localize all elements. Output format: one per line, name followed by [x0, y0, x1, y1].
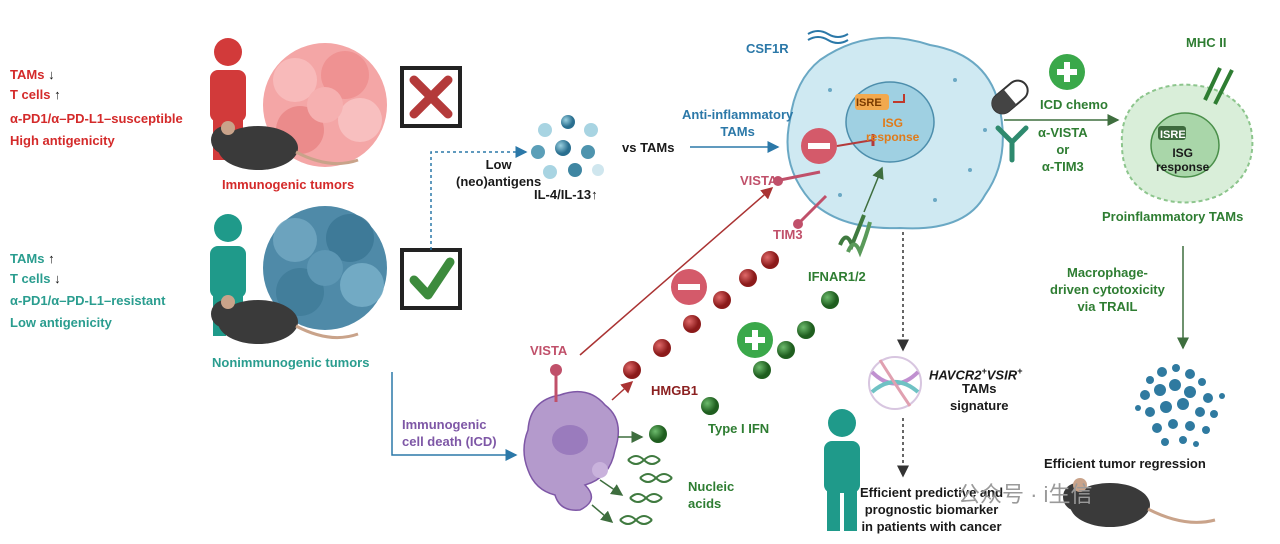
gene-signature-label: HAVCR2+VSIR+ [929, 366, 1023, 383]
nonimmunogenic-tumors-label: Nonimmunogenic tumors [212, 355, 370, 370]
low-antigen-arrow [430, 146, 528, 250]
type1-ifn-dots [649, 291, 839, 443]
mhc-receptor-icon [1203, 67, 1234, 105]
vista-macrophage-label: VISTA [740, 173, 778, 188]
isg-response-label: ISG response [866, 116, 920, 144]
down-arrow-icon: ↓ [48, 67, 55, 82]
signature-icon [868, 356, 922, 410]
resistant-label: α-PD1/α–PD-L1–resistant [10, 293, 166, 308]
minus-hmgb1-icon [671, 269, 707, 305]
up-arrow-icon: ↑ [54, 87, 61, 102]
up-arrow-icon: ↑ [591, 187, 598, 202]
cytokine-label: IL-4/IL-13↑ [534, 187, 598, 202]
minus-macrophage-icon [801, 128, 837, 164]
antibody-icon [995, 125, 1029, 163]
pill-icon [991, 79, 1029, 115]
tcells-down-label: T cells ↓ [10, 271, 61, 286]
anti-inflammatory-label: Anti-inflammatory TAMs [682, 107, 794, 139]
type1-ifn-label: Type I IFN [708, 421, 770, 436]
mouse-bottom-icon [1063, 478, 1216, 527]
icd-cell-icon [523, 390, 620, 511]
plus-ifn-icon [737, 322, 773, 358]
cytokine-cluster-icon [531, 115, 604, 179]
nucleic-acid-icon [619, 455, 673, 525]
nucleic-acids-label: Nucleic acids [688, 479, 735, 511]
tim3-label: TIM3 [773, 227, 803, 242]
check-box-icon [400, 248, 462, 310]
tcells-up-label: T cells ↑ [10, 87, 61, 102]
ifnar-receptor-icon [838, 214, 872, 258]
macrophage-cell-icon [786, 36, 1004, 230]
mouse-top-icon [211, 121, 359, 170]
tim3-receptor-icon [793, 194, 828, 229]
antibody-label: α-VISTA or α-TIM3 [1038, 125, 1088, 174]
vs-tams-label: vs TAMs [622, 140, 675, 155]
tams-down-label: TAMs ↓ [10, 67, 55, 82]
isre-label: ISRE [856, 97, 882, 109]
tams-signature-label: TAMs signature [950, 381, 1009, 413]
vista-icd-label: VISTA [530, 343, 568, 358]
vista-icd-icon [550, 364, 562, 402]
icd-chemo-label: ICD chemo [1040, 97, 1108, 112]
icd-arrow [391, 372, 518, 461]
tams-up-label: TAMs ↑ [10, 251, 55, 266]
pro-isg-label: ISG response [1156, 146, 1210, 174]
csf1r-label: CSF1R [746, 41, 789, 56]
low-antigens-label: Low (neo)antigens [456, 157, 542, 189]
csf1r-receptor-icon [807, 36, 849, 44]
high-antigenicity-label: High antigenicity [10, 133, 115, 148]
regressing-tumor-icon [1135, 364, 1225, 447]
mhc-label: MHC II [1186, 35, 1227, 50]
up-arrow-icon: ↑ [48, 251, 55, 266]
cross-box-icon [400, 66, 462, 128]
low-antigenicity-label: Low antigenicity [10, 315, 112, 330]
proinflammatory-label: Proinflammatory TAMs [1102, 209, 1244, 224]
proinflammatory-cell-icon [1120, 83, 1254, 204]
cytotoxicity-label: Macrophage- driven cytotoxicity via TRAI… [1050, 265, 1165, 314]
icd-label: Immunogenic cell death (ICD) [402, 417, 497, 449]
regression-label: Efficient tumor regression [1044, 456, 1206, 471]
inhibition-line [836, 139, 874, 147]
immunogenic-tumor-icon [263, 43, 387, 167]
pro-isre-label: ISRE [1160, 129, 1186, 141]
nonimmunogenic-tumor-icon [263, 206, 387, 330]
person-patient-icon [824, 409, 860, 531]
ifnar-label: IFNAR1/2 [808, 269, 866, 284]
mouse-middle-icon [211, 295, 359, 344]
watermark-label: 公众号 · i生信 [958, 482, 1093, 507]
biomarker-label: Efficient predictive and prognostic biom… [860, 485, 1004, 534]
vista-receptor-icon [773, 170, 821, 186]
hmgb1-dots [623, 251, 779, 379]
plus-chemo-icon [1049, 54, 1085, 90]
immunogenic-tumors-label: Immunogenic tumors [222, 177, 355, 192]
vista-arrow [579, 187, 774, 356]
hmgb1-label: HMGB1 [651, 383, 698, 398]
down-arrow-icon: ↓ [54, 271, 61, 286]
susceptible-label: α-PD1/α–PD-L1–susceptible [10, 111, 183, 126]
